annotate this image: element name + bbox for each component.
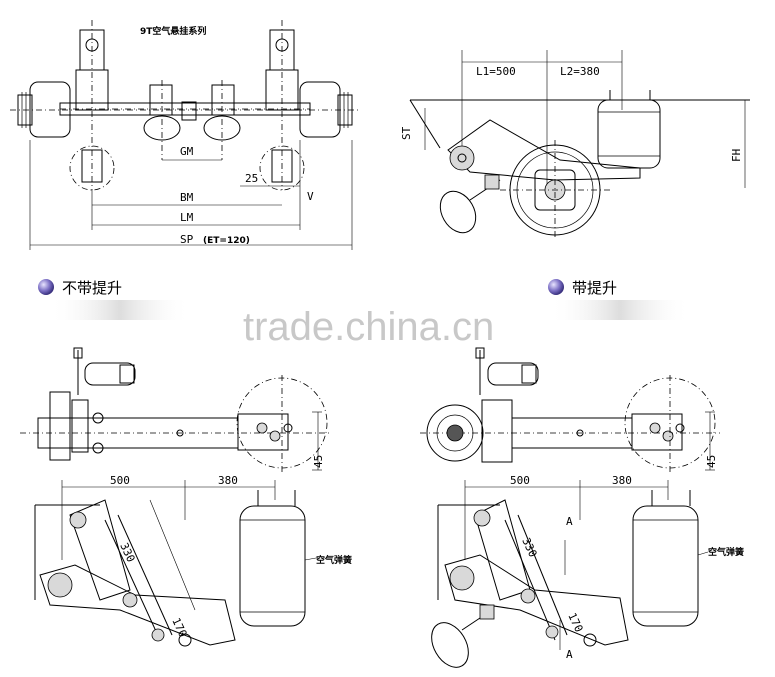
bullet-icon (548, 279, 564, 295)
dim-170: 170 (565, 611, 585, 635)
dim-sp: SP (180, 233, 194, 246)
dim-380: 380 (218, 474, 238, 487)
dim-st: ST (400, 126, 413, 140)
bullet-icon (38, 279, 54, 295)
airbag-label: 空气弹簧 (708, 546, 744, 558)
section-a-bottom: A (566, 648, 573, 661)
dim-bm: BM (180, 191, 194, 204)
caption-no-lift: 不带提升 (38, 279, 122, 297)
caption-shadow (550, 300, 690, 320)
dim-380: 380 (612, 474, 632, 487)
dim-500: 500 (110, 474, 130, 487)
axle-front-view: 9T空气悬挂系列 (10, 20, 360, 250)
no-lift-side-view: 500 380 空气弹簧 330 170 (34, 474, 352, 647)
caption-no-lift-text: 不带提升 (62, 279, 122, 297)
dim-l2: L2=380 (560, 65, 600, 78)
dim-45: 45 (312, 455, 325, 468)
dim-v: V (307, 190, 314, 203)
diagram-title: 9T空气悬挂系列 (140, 25, 206, 37)
dim-25: 25 (245, 172, 258, 185)
dim-330: 330 (117, 541, 137, 565)
caption-with-lift-text: 带提升 (572, 279, 617, 297)
dim-330: 330 (519, 536, 539, 560)
no-lift-plan-view: 45 (20, 347, 330, 475)
watermark: trade.china.cn (243, 305, 494, 349)
dim-lm: LM (180, 211, 194, 224)
with-lift-plan-view: 45 (420, 347, 720, 475)
caption-with-lift: 带提升 (548, 279, 617, 297)
caption-shadow (50, 300, 190, 320)
dim-fh: FH (730, 149, 743, 162)
section-a-top: A (566, 515, 573, 528)
dim-l1: L1=500 (476, 65, 516, 78)
dim-45: 45 (705, 455, 718, 468)
suspension-side-view: L1=500 L2=380 ST FH (400, 50, 750, 240)
dim-gm: GM (180, 145, 194, 158)
dim-et: (ET=120) (203, 236, 250, 246)
dim-500: 500 (510, 474, 530, 487)
airbag-label: 空气弹簧 (316, 554, 352, 566)
with-lift-side-view: 500 380 A A 空气弹簧 330 170 (431, 474, 744, 668)
